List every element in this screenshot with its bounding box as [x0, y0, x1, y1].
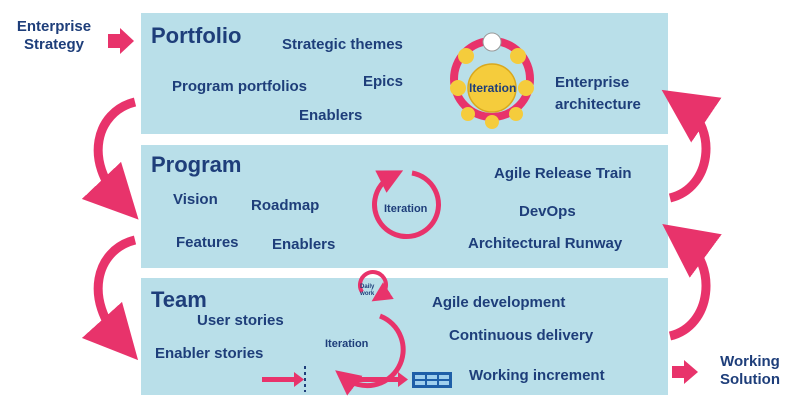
epics: Epics: [363, 73, 404, 90]
portfolio-title: Portfolio: [151, 23, 242, 48]
architectural-runway: Architectural Runway: [468, 235, 623, 252]
right-arrow-team-program: [662, 223, 722, 341]
portfolio-band: [141, 13, 668, 134]
program-enablers: Enablers: [272, 236, 336, 253]
vision: Vision: [173, 191, 218, 208]
roadmap: Roadmap: [251, 197, 320, 214]
exit-arrow: [672, 360, 698, 384]
agile-development: Agile development: [432, 294, 566, 311]
increment-blocks-icon: [412, 372, 452, 388]
enabler-stories: Enabler stories: [155, 345, 264, 362]
entry-arrow: [108, 28, 134, 54]
agile-release-train: Agile Release Train: [494, 165, 632, 182]
portfolio-iteration-graphic: [450, 32, 534, 129]
team-title: Team: [151, 287, 207, 312]
team-output-arrow: [352, 377, 398, 382]
program-iteration-ring: [372, 170, 441, 239]
team-band: [141, 278, 668, 395]
devops: DevOps: [519, 203, 576, 220]
team-input-arrow: [262, 377, 294, 382]
working-increment: Working increment: [469, 367, 605, 384]
program-title: Program: [151, 152, 242, 177]
right-arrow-program-portfolio: [661, 89, 722, 203]
team-iteration-ring: [335, 313, 406, 396]
strategic-themes: Strategic themes: [282, 36, 403, 53]
features: Features: [176, 234, 239, 251]
portfolio-iteration-label: Iteration: [469, 81, 517, 95]
user-stories: User stories: [197, 312, 284, 329]
left-arrow-portfolio-program: [81, 97, 139, 220]
program-band: [141, 145, 668, 268]
program-iteration-label: Iteration: [384, 203, 428, 215]
continuous-delivery: Continuous delivery: [449, 327, 594, 344]
team-iteration-label: Iteration: [325, 338, 369, 350]
daily-ring: [358, 270, 394, 302]
portfolio-enablers: Enablers: [299, 107, 363, 124]
program-portfolios: Program portfolios: [172, 78, 308, 95]
left-arrow-program-team: [81, 235, 139, 361]
